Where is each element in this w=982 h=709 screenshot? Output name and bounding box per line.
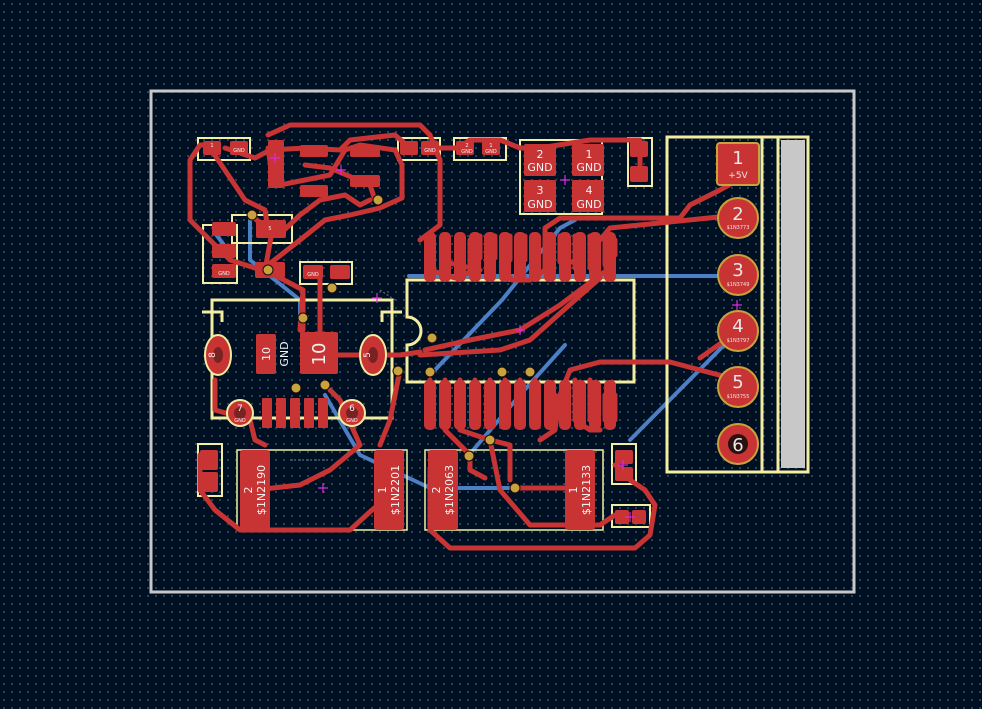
smd-pad[interactable] [524, 180, 556, 212]
cap-pad-1-label: 1 [567, 487, 580, 494]
via[interactable] [290, 382, 302, 394]
pad-gnd-label: GND [527, 198, 552, 211]
board-outline [149, 89, 856, 594]
via[interactable] [326, 282, 338, 294]
pad-gnd-label: GND [218, 271, 230, 277]
connector-pin-2-number: 2 [732, 204, 743, 225]
connector-pin-3-number: 3 [732, 260, 743, 281]
smd-pad[interactable] [572, 144, 604, 176]
pad-1-label: 1 [210, 143, 213, 149]
connector-pin-1-net: +5V [728, 171, 748, 181]
pad-gnd-label: GND [233, 148, 245, 154]
pad-2-label: 2 [465, 143, 468, 149]
net-1n2063-label: $1N2063 [443, 465, 456, 515]
pad-1-label: 1 [586, 148, 593, 161]
connector-pin-6-number: 6 [732, 435, 743, 456]
silkscreen-layer [197, 135, 810, 531]
connector-pin-5-number: 5 [732, 372, 743, 393]
via[interactable] [424, 366, 436, 378]
connector-silkscreen [665, 135, 810, 474]
crosshair-markers [270, 153, 742, 522]
cap-silkscreen [424, 449, 604, 531]
via[interactable] [262, 264, 274, 276]
smd-pad[interactable] [524, 144, 556, 176]
pad-gnd-label: GND [346, 418, 358, 424]
pads-layer [200, 140, 648, 530]
net-1n2190-label: $1N2190 [255, 465, 268, 515]
bottom-track [628, 329, 740, 442]
smd-pad[interactable] [240, 450, 270, 530]
via[interactable] [524, 366, 536, 378]
pad-gnd-label: GND [485, 149, 497, 155]
pad-1-label: 1 [489, 143, 492, 149]
pad-4-label: 4 [586, 184, 593, 197]
smd-pad[interactable] [428, 450, 458, 530]
pad-7-label: 7 [237, 404, 243, 414]
smd-pad[interactable] [256, 334, 276, 374]
via[interactable] [463, 450, 475, 462]
connector-pin-4-number: 4 [732, 316, 743, 337]
pad-gnd-label: GND [576, 198, 601, 211]
pad-8-label: 8 [208, 352, 218, 358]
connector-pin-2-pad[interactable] [717, 197, 759, 239]
connector-pin-1-number: 1 [732, 148, 743, 169]
via[interactable] [484, 434, 496, 446]
net-1n2201-label: $1N2201 [389, 465, 402, 515]
pad-gnd-label: GND [424, 148, 436, 154]
smd-pad[interactable] [374, 450, 404, 530]
connector-pin-3-pad[interactable] [717, 254, 759, 296]
pad-gnd-label: GND [278, 341, 291, 366]
bottom-copper-layer [213, 218, 740, 490]
via[interactable] [496, 366, 508, 378]
pad-gnd-label: GND [461, 149, 473, 155]
pad-gnd-label: GND [234, 418, 246, 424]
pad-5-label: 5 [268, 226, 271, 232]
via[interactable] [392, 365, 404, 377]
through-hole-pads [204, 334, 387, 427]
pad-3-label: 3 [537, 184, 544, 197]
smd-pad[interactable] [572, 180, 604, 212]
pad-6-label: 6 [349, 404, 355, 414]
via[interactable] [372, 194, 384, 206]
ratsnest [290, 289, 396, 461]
cap-pad-2-label: 2 [430, 487, 443, 494]
via[interactable] [297, 312, 309, 324]
ic-silkscreen [405, 278, 636, 384]
pad-gnd-label: GND [576, 161, 601, 174]
via[interactable] [509, 482, 521, 494]
connector-pin-1-pad[interactable] [716, 142, 760, 186]
via[interactable] [319, 379, 331, 391]
smd-pad[interactable] [300, 332, 338, 374]
via[interactable] [246, 209, 258, 221]
connector-pin-4-net: $1N3797 [727, 338, 750, 344]
pad-gnd-label: GND [307, 272, 319, 278]
pad-gnd-label: GND [527, 161, 552, 174]
connector-pin-3-net: $1N3749 [727, 282, 750, 288]
connector-j1 [716, 142, 760, 465]
net-1n2133-label: $1N2133 [580, 465, 593, 515]
pad-10-big-label: 10 [309, 343, 330, 366]
connector-pin-2-net: $1N3773 [727, 225, 750, 231]
pad-10-label: 10 [260, 347, 273, 361]
pad-2-label: 2 [537, 148, 544, 161]
cap-pad-1-label: 1 [376, 487, 389, 494]
connector-pin-5-net: $1N3755 [727, 394, 750, 400]
cap-pad-2-label: 2 [242, 487, 255, 494]
vias-layer [246, 194, 536, 494]
via[interactable] [426, 332, 438, 344]
connector-pin-4-pad[interactable] [717, 310, 759, 352]
smd-pad[interactable] [565, 450, 595, 530]
pad-9-label: 5 [363, 352, 373, 358]
connector-pin-5-pad[interactable] [717, 366, 759, 408]
